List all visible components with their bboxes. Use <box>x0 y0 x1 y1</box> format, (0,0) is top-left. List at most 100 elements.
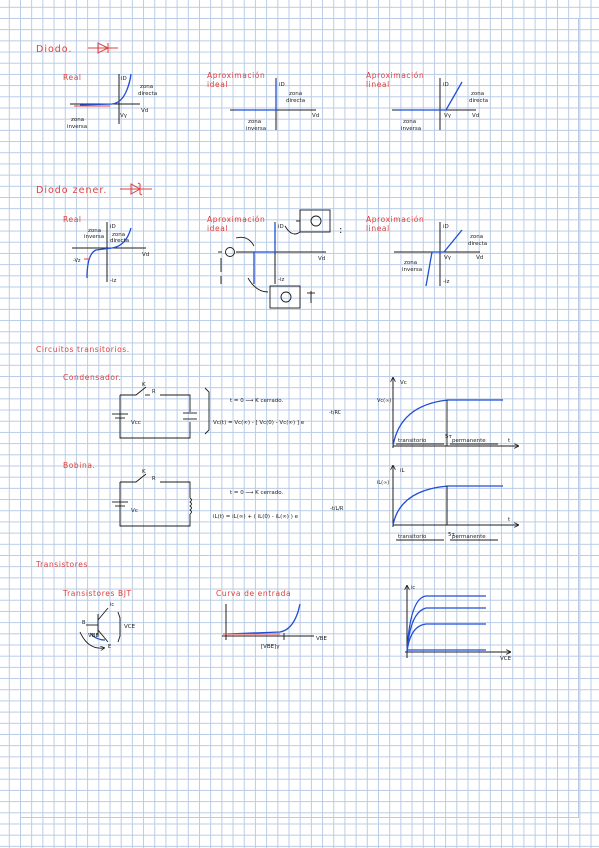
graph-diodo-lineal: iD zona directa Vd Vγ zona inversa <box>392 78 488 132</box>
svg-text:-iz: -iz <box>278 277 285 283</box>
svg-text:iD: iD <box>443 224 449 230</box>
svg-text:inversa: inversa <box>67 124 87 130</box>
subtitle-real-1: Real <box>63 73 82 82</box>
zener-symbol-icon <box>120 182 152 196</box>
svg-text:zona: zona <box>88 228 101 234</box>
svg-text:transitorio: transitorio <box>398 534 427 540</box>
svg-text:t: t <box>508 517 511 523</box>
svg-text::: : <box>339 225 342 236</box>
graph-salida: ic VCE <box>405 585 512 662</box>
section-title-circuitos: Circuitos transitorios. <box>36 345 130 354</box>
svg-text:zona: zona <box>248 119 261 125</box>
svg-text:K: K <box>142 469 146 475</box>
svg-text:R: R <box>152 476 156 482</box>
rc-circuit: K R Vcc t = 0 ⟶ K cerrado. Vc(t) = Vc(∞)… <box>112 382 342 439</box>
graph-il: iL iL(∞) t 5τ transitorio permanente <box>377 466 518 541</box>
svg-text:Vc(∞): Vc(∞) <box>377 398 391 404</box>
svg-text:B: B <box>82 620 86 626</box>
svg-text:ideal: ideal <box>207 80 228 89</box>
rl-circuit: K R Vc t = 0 ⟶ K cerrado. iL(t) = iL(∞) … <box>112 469 344 527</box>
svg-text:VCE: VCE <box>500 656 512 662</box>
svg-text:permanente: permanente <box>452 534 486 540</box>
subtitle-curva: Curva de entrada <box>216 589 291 598</box>
svg-text:VBE: VBE <box>88 633 100 639</box>
svg-text:iD: iD <box>121 76 127 82</box>
diode-symbol-icon <box>88 42 118 54</box>
svg-text:zona: zona <box>470 234 483 240</box>
svg-text:5τ: 5τ <box>448 532 455 538</box>
svg-text:zona: zona <box>289 91 302 97</box>
svg-text:lineal: lineal <box>366 224 390 233</box>
svg-text:directa: directa <box>138 91 157 97</box>
svg-text:zona: zona <box>471 91 484 97</box>
svg-text:directa: directa <box>110 238 129 244</box>
svg-text:-iz: -iz <box>110 278 117 284</box>
graph-zener-lineal: iD zona directa Vd Vγ zona inversa -iz <box>394 222 487 287</box>
svg-text:R: R <box>152 389 156 395</box>
svg-text:lineal: lineal <box>366 80 390 89</box>
graph-zener-real: iD zona inversa zona directa Vd -Vz -iz <box>72 222 149 284</box>
svg-text:directa: directa <box>468 241 487 247</box>
subtitle-bobina: Bobina. <box>63 461 96 470</box>
svg-text:Vc: Vc <box>131 508 138 514</box>
subtitle-condensador: Condensador. <box>63 373 122 382</box>
svg-text:zona: zona <box>404 260 417 266</box>
svg-text:Vd: Vd <box>476 255 483 261</box>
svg-text:zona: zona <box>112 232 125 238</box>
svg-text:iD: iD <box>279 82 285 88</box>
subtitle-ideal-2: Aproximación <box>207 215 265 224</box>
svg-text:zona: zona <box>71 117 84 123</box>
svg-text:Vd: Vd <box>318 256 325 262</box>
subtitle-real-2: Real <box>63 215 82 224</box>
svg-text:Vd: Vd <box>472 113 479 119</box>
svg-text:Vc(t) = Vc(∞) - [ Vc(0) - Vc(∞: Vc(t) = Vc(∞) - [ Vc(0) - Vc(∞) ] e <box>213 420 305 426</box>
svg-text:iL: iL <box>400 468 406 474</box>
subtitle-ideal-1: Aproximación <box>207 71 265 80</box>
svg-text:inversa: inversa <box>401 126 421 132</box>
svg-text:directa: directa <box>469 98 488 104</box>
svg-text:[VBE]γ: [VBE]γ <box>261 644 280 650</box>
svg-text:-Vz: -Vz <box>73 258 81 264</box>
svg-text:VCE: VCE <box>124 624 136 630</box>
svg-text:-iz: -iz <box>443 279 450 285</box>
subtitle-lineal-1: Aproximación <box>366 71 424 80</box>
svg-text:inversa: inversa <box>246 126 266 132</box>
svg-text:directa: directa <box>286 98 305 104</box>
svg-text:Vd: Vd <box>312 113 319 119</box>
svg-text:-t/RC: -t/RC <box>329 410 342 416</box>
svg-text:zona: zona <box>140 84 153 90</box>
bjt-symbol: VCE VBE ic B E <box>79 602 136 650</box>
section-title-transistores: Transistores <box>35 560 88 569</box>
svg-text:iL(∞): iL(∞) <box>377 480 389 486</box>
svg-text:Vγ: Vγ <box>444 255 452 261</box>
svg-text:-t/L/R: -t/L/R <box>330 506 344 512</box>
svg-text:iD: iD <box>110 224 116 230</box>
graph-diodo-real: iD zona directa Vd Vγ zona inversa <box>67 73 157 130</box>
svg-text:t = 0 ⟶ K cerrado.: t = 0 ⟶ K cerrado. <box>230 490 283 496</box>
svg-text:Vd: Vd <box>141 108 148 114</box>
svg-text:Vcc: Vcc <box>131 420 141 426</box>
svg-text:E: E <box>108 644 111 650</box>
svg-text:t = 0 ⟶ K cerrado.: t = 0 ⟶ K cerrado. <box>230 398 283 404</box>
svg-text:inversa: inversa <box>84 234 104 240</box>
svg-text:iD: iD <box>443 82 449 88</box>
svg-text:5τ: 5τ <box>445 434 452 440</box>
svg-text:K: K <box>142 382 146 388</box>
svg-text:ic: ic <box>110 602 114 608</box>
graph-curva-entrada: VBE [VBE]γ <box>222 603 328 650</box>
svg-text:Vd: Vd <box>142 252 149 258</box>
svg-text:VBE: VBE <box>316 636 328 642</box>
svg-text:iL(t) = iL(∞) + ( iL(0) - iL(∞: iL(t) = iL(∞) + ( iL(0) - iL(∞) ) e <box>213 514 299 520</box>
subtitle-lineal-2: Aproximación <box>366 215 424 224</box>
subtitle-bjt: Transistores BJT <box>62 589 132 598</box>
svg-text:Vc: Vc <box>400 380 407 386</box>
svg-text:t: t <box>508 438 511 444</box>
svg-text:transitorio: transitorio <box>398 438 427 444</box>
graph-diodo-ideal: iD zona directa Vd zona inversa <box>230 78 319 132</box>
svg-text:Vγ: Vγ <box>120 113 128 119</box>
svg-text:permanente: permanente <box>452 438 486 444</box>
svg-text:zona: zona <box>403 119 416 125</box>
section-title-zener: Diodo zener. <box>36 185 107 196</box>
